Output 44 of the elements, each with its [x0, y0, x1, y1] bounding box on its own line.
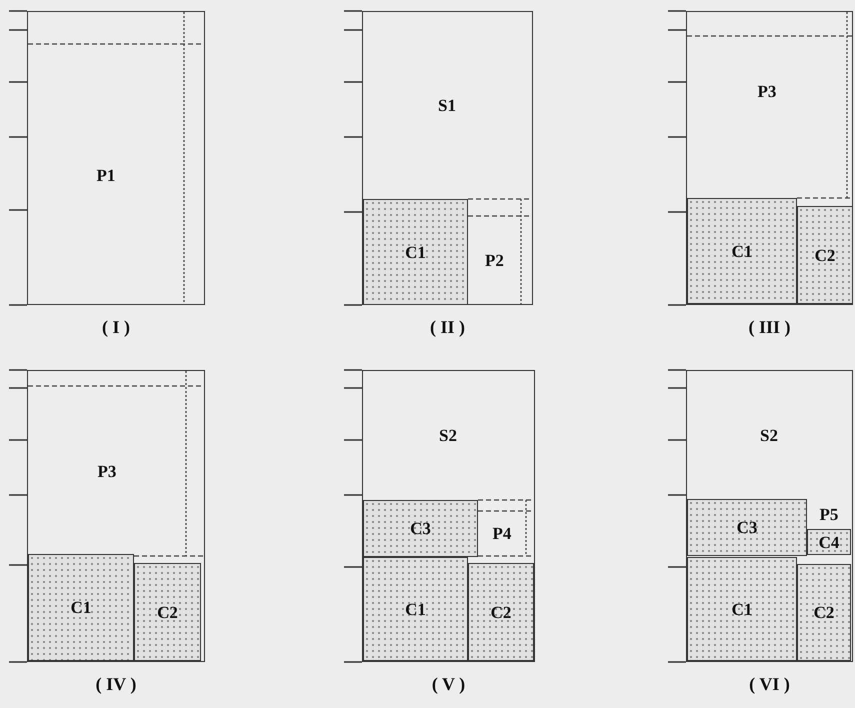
packed-block: [468, 563, 534, 661]
bin-box: [362, 11, 533, 305]
region-label: P3: [758, 82, 776, 100]
region-label: P2: [485, 252, 504, 268]
region-label: C2: [814, 604, 834, 621]
region-label: S1: [438, 97, 456, 114]
region-label: C3: [410, 520, 431, 537]
packed-block: [363, 500, 478, 557]
packed-block: [28, 554, 134, 661]
bin-box: [362, 370, 535, 662]
region-label: C2: [490, 604, 512, 620]
region-label: P4: [492, 525, 512, 542]
packed-block: [807, 529, 851, 555]
bin-box: [686, 11, 853, 305]
region-label: C2: [814, 246, 836, 264]
panel-caption: ( III ): [747, 317, 792, 338]
packed-block: [363, 199, 468, 305]
packed-block: [687, 198, 797, 304]
region-label: P1: [96, 166, 116, 184]
region-label: S2: [439, 427, 457, 444]
region-label: S2: [760, 426, 778, 444]
panel-caption: ( IV ): [94, 674, 138, 695]
packed-block: [687, 499, 807, 556]
region-label: C1: [732, 242, 752, 260]
region-label: C3: [736, 519, 758, 536]
panel-caption: ( V ): [430, 674, 466, 695]
region-label: C2: [157, 604, 178, 620]
bin-box: [686, 370, 853, 662]
packed-block: [797, 206, 853, 304]
bin-box: [27, 370, 205, 662]
region-label: C1: [732, 600, 752, 618]
packed-block: [797, 564, 851, 661]
panel-caption: ( I ): [101, 317, 131, 338]
packed-block: [363, 557, 468, 661]
region-label: P3: [98, 462, 116, 480]
panel-caption: ( VI ): [748, 674, 791, 695]
region-label: C1: [405, 244, 426, 260]
packed-block: [687, 557, 797, 661]
region-label: C1: [70, 599, 92, 616]
region-label: C1: [405, 600, 426, 618]
panel-caption: ( II ): [429, 317, 466, 338]
region-label: P5: [820, 506, 838, 522]
region-label: C4: [818, 534, 840, 550]
packed-block: [134, 563, 201, 661]
